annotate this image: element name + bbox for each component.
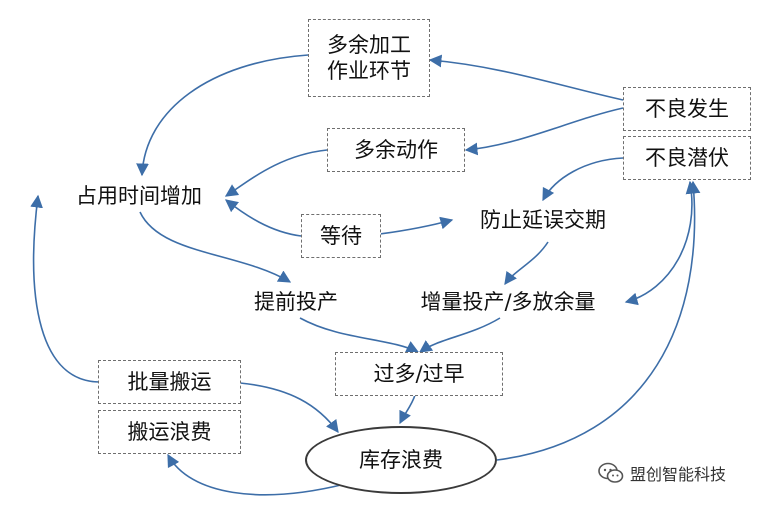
arrow-defect-to-extra-motion xyxy=(464,107,624,156)
node-prevent-delay-label: 防止延误交期 xyxy=(480,207,606,232)
node-defect-occurs-label: 不良发生 xyxy=(645,96,729,121)
node-prevent-delay: 防止延误交期 xyxy=(454,202,632,238)
node-transport-waste: 搬运浪费 xyxy=(98,410,241,454)
node-inventory-waste-label: 库存浪费 xyxy=(359,447,443,472)
arrow-latent-to-over-production xyxy=(624,180,699,306)
node-too-much-too-early-label: 过多/过早 xyxy=(373,361,465,386)
node-time-increase: 占用时间增加 xyxy=(50,178,228,214)
node-extra-processing: 多余加工 作业环节 xyxy=(308,19,430,97)
arrow-early-production-to-too-much xyxy=(299,317,420,353)
node-early-production-label: 提前投产 xyxy=(254,289,338,314)
arrow-batch-transport-to-inventory xyxy=(239,382,339,434)
node-batch-transport-label: 批量搬运 xyxy=(127,369,212,394)
arrow-batch-transport-to-time xyxy=(30,194,101,383)
arrow-time-to-early-production xyxy=(139,211,292,283)
node-defect-occurs: 不良发生 xyxy=(623,87,751,131)
node-latent-defect: 不良潜伏 xyxy=(623,136,751,180)
node-batch-transport: 批量搬运 xyxy=(98,360,241,404)
arrow-latent-to-prevent-delay xyxy=(542,157,624,202)
node-over-production: 增量投产/多放余量 xyxy=(390,284,626,320)
node-extra-motion: 多余动作 xyxy=(327,128,465,172)
arrow-inventory-to-transport-waste xyxy=(167,453,346,496)
node-inventory-waste: 库存浪费 xyxy=(305,426,497,494)
arrow-too-much-to-inventory xyxy=(399,394,416,425)
watermark: 盟创智能科技 xyxy=(598,456,758,490)
arrow-extra-processing-to-time xyxy=(136,54,309,177)
node-transport-waste-label: 搬运浪费 xyxy=(127,419,212,444)
watermark-text: 盟创智能科技 xyxy=(630,465,727,484)
node-over-production-label: 增量投产/多放余量 xyxy=(420,289,596,314)
node-time-increase-label: 占用时间增加 xyxy=(76,183,202,208)
arrow-waiting-to-time xyxy=(224,199,302,237)
arrow-defect-to-extra-processing xyxy=(428,54,624,101)
wechat-icon xyxy=(598,462,624,483)
node-too-much-too-early: 过多/过早 xyxy=(335,352,503,396)
node-latent-defect-label: 不良潜伏 xyxy=(645,145,729,170)
node-extra-motion-label: 多余动作 xyxy=(354,137,438,162)
arrow-prevent-delay-to-over-production xyxy=(504,241,549,286)
node-extra-processing-line-2: 作业环节 xyxy=(327,59,411,83)
node-waiting-label: 等待 xyxy=(320,223,362,248)
arrow-waiting-to-prevent-delay xyxy=(379,216,454,235)
arrow-inventory-to-latent xyxy=(496,180,701,461)
node-extra-processing-line-1: 多余加工 xyxy=(327,32,411,57)
node-waiting: 等待 xyxy=(301,214,381,258)
node-early-production: 提前投产 xyxy=(232,284,360,320)
arrow-extra-motion-to-time xyxy=(224,149,328,197)
arrow-over-production-to-too-much xyxy=(418,317,501,353)
